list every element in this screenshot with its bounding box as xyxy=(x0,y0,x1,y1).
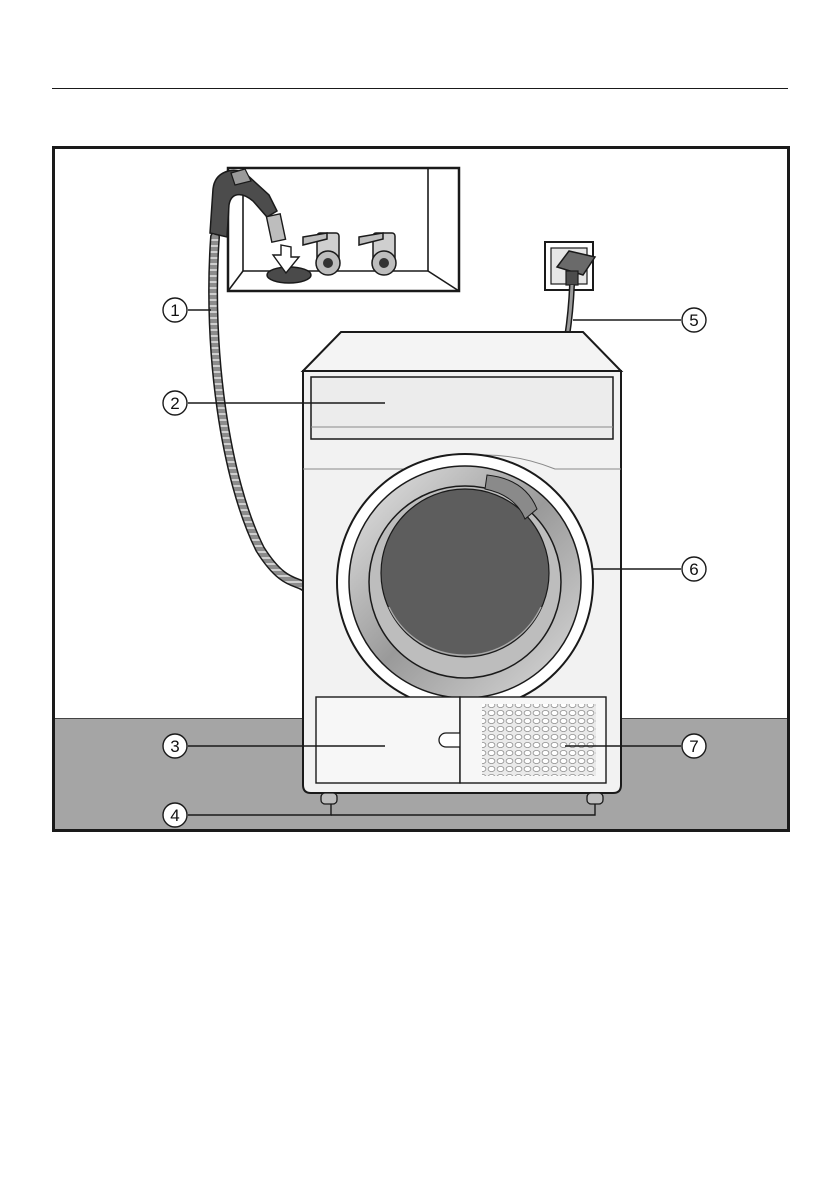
callout-7: 7 xyxy=(682,734,706,758)
callout-4-number: 4 xyxy=(170,806,179,825)
appliance-diagram-frame: 1 2 3 4 5 6 7 xyxy=(52,146,790,832)
control-panel xyxy=(311,377,613,439)
callout-5: 5 xyxy=(682,308,706,332)
header-rule xyxy=(52,88,788,89)
door xyxy=(337,454,593,710)
callout-6: 6 xyxy=(682,557,706,581)
callout-2: 2 xyxy=(163,391,187,415)
callout-5-number: 5 xyxy=(689,311,698,330)
callout-4: 4 xyxy=(163,803,187,827)
adjustable-feet xyxy=(321,793,603,804)
callout-6-number: 6 xyxy=(689,560,698,579)
callout-2-number: 2 xyxy=(170,394,179,413)
callout-1: 1 xyxy=(163,298,187,322)
callout-7-number: 7 xyxy=(689,737,698,756)
appliance-illustration: 1 2 3 4 5 6 7 xyxy=(55,149,787,829)
wall-recess xyxy=(228,168,459,291)
callout-3-number: 3 xyxy=(170,737,179,756)
callout-3: 3 xyxy=(163,734,187,758)
power-socket xyxy=(545,242,595,290)
callout-1-number: 1 xyxy=(170,301,179,320)
